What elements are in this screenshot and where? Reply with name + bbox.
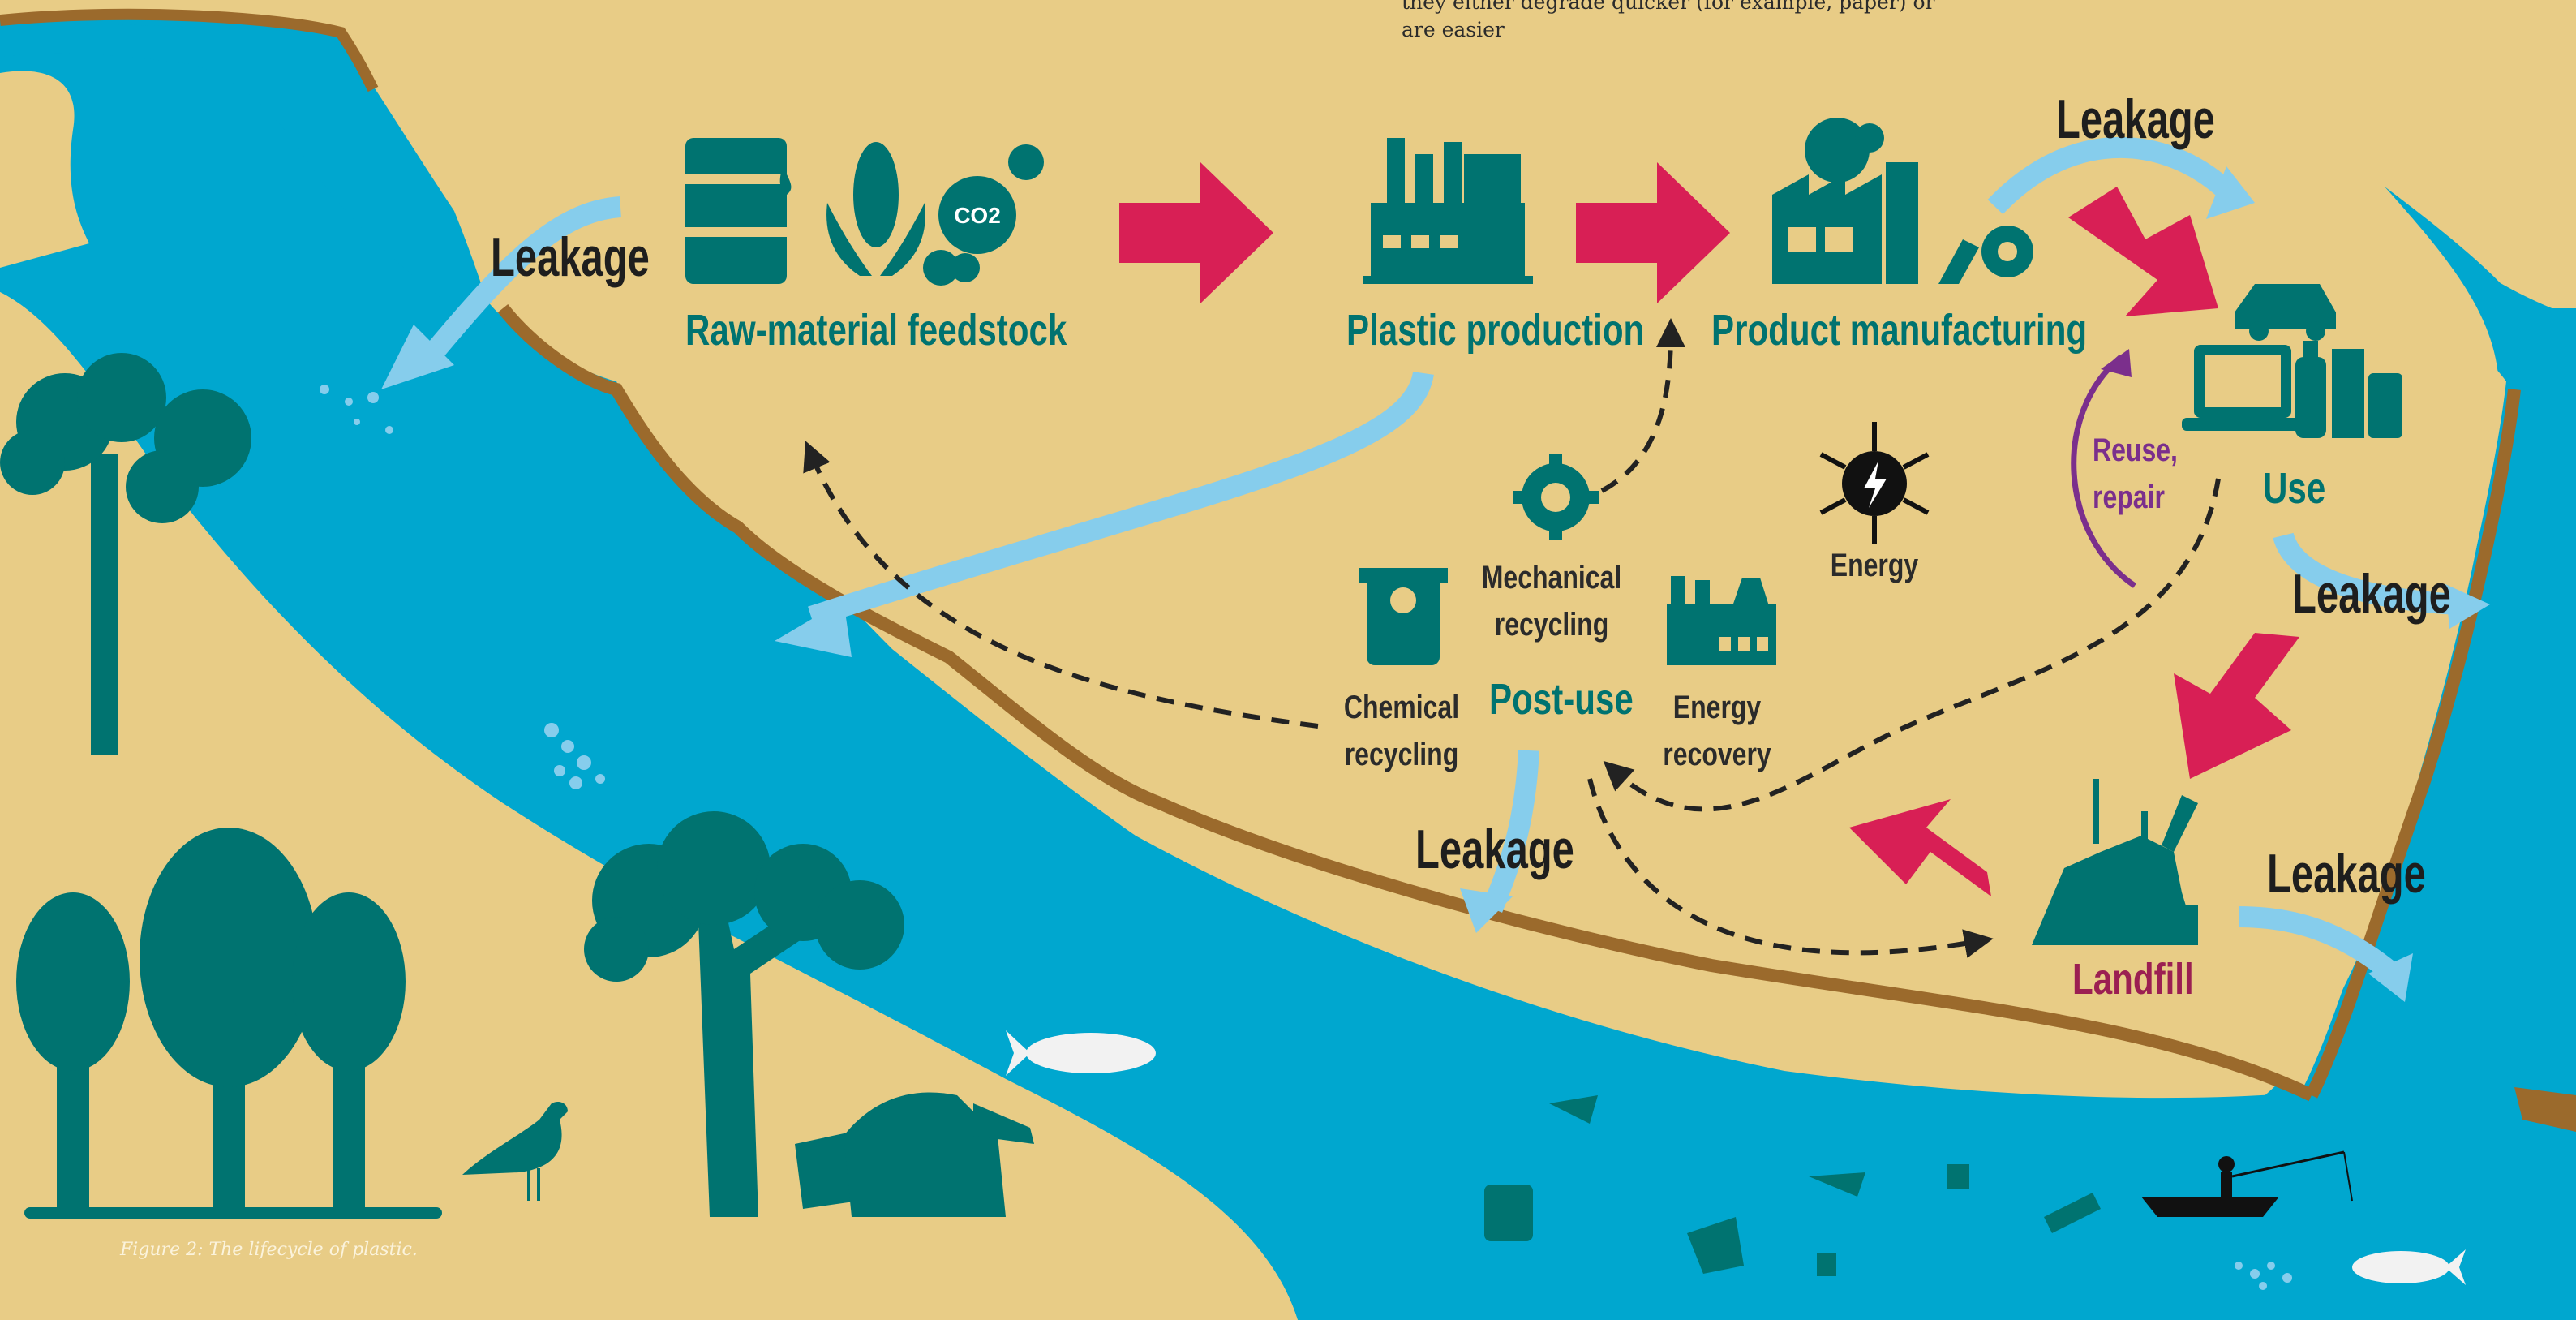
stage-raw-material: Raw-material feedstock bbox=[685, 306, 1067, 355]
leakage-label-use: Leakage bbox=[2292, 562, 2451, 625]
intro-line-1: they either degrade quicker (for example… bbox=[1402, 0, 1935, 41]
co2-cloud-icon: CO2 bbox=[923, 144, 1044, 286]
energy-label: Energy bbox=[1831, 547, 1918, 583]
tree-icon bbox=[16, 828, 442, 1219]
car-icon bbox=[2235, 284, 2336, 341]
laptop-icon bbox=[2182, 345, 2303, 431]
stage-product-manufacturing: Product manufacturing bbox=[1711, 306, 2087, 355]
circular-flow bbox=[803, 318, 2221, 958]
leakage-arrowheads bbox=[381, 166, 2490, 1002]
leakage-flow bbox=[422, 136, 2458, 982]
microplastics bbox=[320, 385, 2292, 1290]
leakage-label-manufacturing: Leakage bbox=[2056, 88, 2215, 150]
tree-icon bbox=[0, 353, 251, 755]
reuse-label-line-2: repair bbox=[2093, 479, 2165, 515]
reuse-label-line-1: Reuse, bbox=[2093, 432, 2178, 468]
fisher-boat-icon bbox=[2141, 1150, 2353, 1217]
chemical-recycling-line-1: Chemical bbox=[1344, 689, 1459, 725]
gear-icon bbox=[1938, 226, 2033, 284]
flow-arrow-pink bbox=[1119, 162, 2299, 896]
bottles-icon bbox=[2295, 341, 2402, 438]
left-bank bbox=[0, 292, 1298, 1320]
tree-icon bbox=[584, 811, 904, 1217]
stage-plastic-production: Plastic production bbox=[1346, 306, 1644, 355]
chemical-recycling-line-2: recycling bbox=[1345, 736, 1459, 772]
corn-icon bbox=[826, 142, 925, 276]
bird-icon bbox=[462, 1102, 568, 1201]
mechanical-recycling-line-2: recycling bbox=[1495, 606, 1609, 643]
energy-plant-icon bbox=[1667, 576, 1776, 665]
stage-post-use: Post-use bbox=[1489, 675, 1634, 724]
stage-use: Use bbox=[2263, 464, 2325, 513]
factory-icon bbox=[1363, 138, 1533, 284]
leakage-label-landfill: Leakage bbox=[2267, 842, 2426, 905]
energy-burst-icon bbox=[1819, 422, 1930, 544]
energy-recovery-line-1: Energy bbox=[1673, 689, 1761, 725]
landfill-pile-icon bbox=[2032, 779, 2198, 945]
manufacturing-plant-icon bbox=[1772, 118, 1918, 284]
water-body bbox=[0, 14, 2576, 1320]
litter-icon bbox=[795, 1092, 1034, 1217]
reuse-arrow bbox=[2071, 355, 2136, 588]
co2-label: CO2 bbox=[954, 203, 1001, 228]
litter-icon bbox=[1484, 1095, 2101, 1276]
mechanical-recycling-line-1: Mechanical bbox=[1482, 559, 1622, 596]
oil-barrel-icon bbox=[685, 138, 792, 284]
fish-icon bbox=[2352, 1249, 2466, 1285]
recycling-gear-icon bbox=[1513, 454, 1599, 540]
stage-landfill: Landfill bbox=[2072, 955, 2194, 1004]
fish-icon bbox=[1006, 1030, 1156, 1076]
leakage-label-post-use: Leakage bbox=[1415, 818, 1574, 880]
energy-recovery-line-2: recovery bbox=[1663, 736, 1771, 772]
chemical-tank-icon bbox=[1359, 568, 1448, 665]
figure-caption: Figure 2: The lifecycle of plastic. bbox=[120, 1240, 418, 1260]
leakage-label-raw: Leakage bbox=[491, 226, 650, 288]
